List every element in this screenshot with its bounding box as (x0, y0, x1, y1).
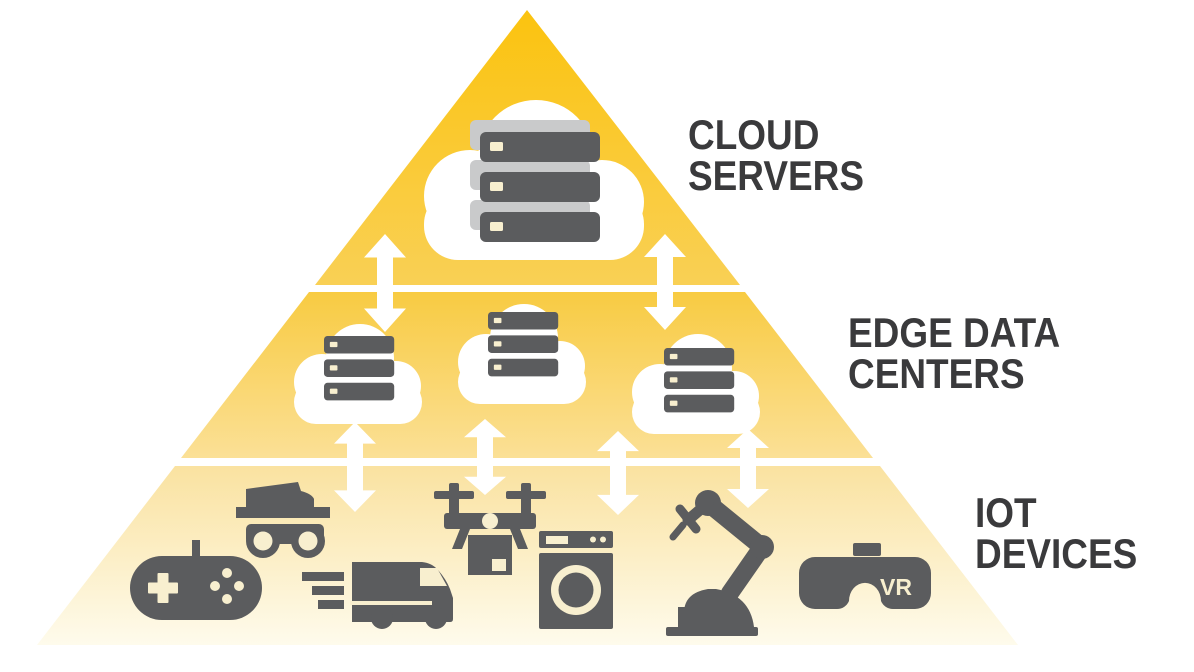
double-arrow-icon (334, 422, 376, 512)
delivery-van-icon (302, 562, 453, 629)
cloud-server-rack-icon (632, 334, 760, 434)
delivery-drone-icon (434, 483, 546, 575)
label-line: DEVICES (975, 530, 1138, 577)
label-cloud-servers: CLOUD SERVERS (688, 111, 864, 199)
vr-badge-label: VR (880, 574, 912, 600)
washing-machine-icon (539, 531, 613, 629)
label-iot-devices: IOT DEVICES (975, 489, 1138, 577)
cloud-server-rack-icon (458, 304, 586, 404)
double-arrow-icon (464, 419, 506, 495)
label-edge-data-centers: EDGE DATA CENTERS (848, 309, 1061, 397)
vr-headset-icon: VR (799, 543, 931, 609)
label-line: CLOUD (688, 111, 820, 158)
server-rack (480, 132, 600, 242)
delivery-rover-icon (236, 482, 330, 558)
label-line: IOT (975, 489, 1037, 536)
server-rack (488, 312, 559, 377)
game-controller-icon (130, 540, 262, 620)
cloud-server-rack-icon (294, 324, 422, 424)
double-arrow-icon (364, 234, 406, 332)
robot-arm-icon (666, 490, 774, 636)
label-line: CENTERS (848, 350, 1025, 397)
double-arrow-icon (727, 429, 769, 508)
server-rack (664, 348, 735, 413)
double-arrow-icon (597, 431, 639, 515)
double-arrow-icon (644, 234, 686, 330)
label-line: SERVERS (688, 152, 864, 199)
cloud-server-rack-icon (424, 100, 644, 260)
label-line: EDGE DATA (848, 309, 1061, 356)
server-rack (324, 336, 395, 401)
